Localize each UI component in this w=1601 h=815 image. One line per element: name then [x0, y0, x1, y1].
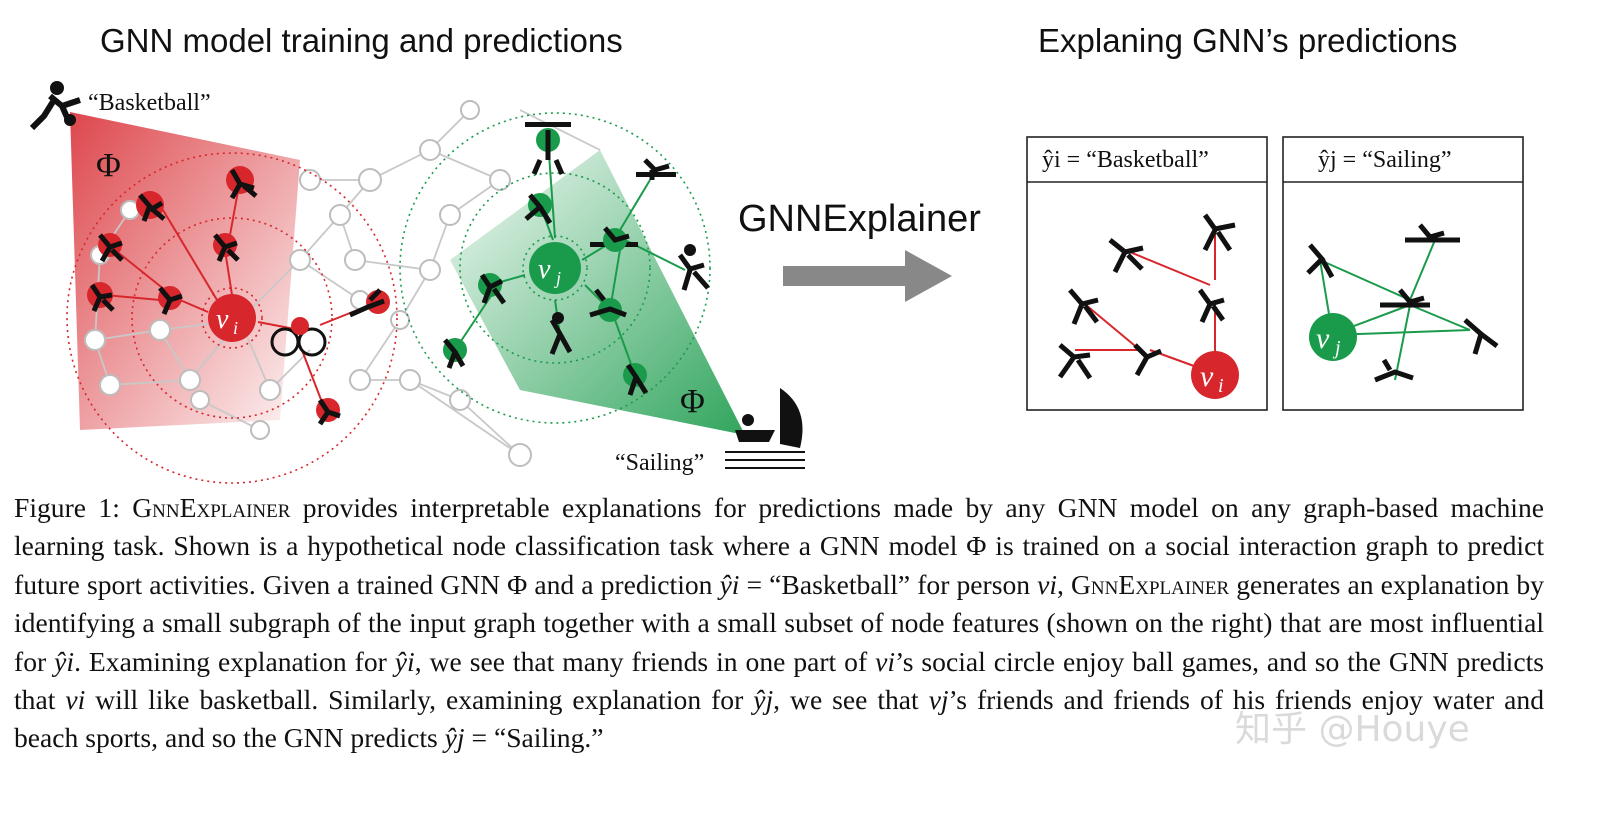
sports-player-icon	[316, 398, 341, 426]
caption-part: ,	[1057, 568, 1071, 600]
phi-symbol-green: Φ	[680, 383, 705, 420]
caption-math: ŷi	[54, 645, 75, 677]
caption-part: = “Basketball” for person	[739, 568, 1038, 600]
watermark: 知乎 @Houye	[1235, 709, 1470, 750]
tennis-icon	[549, 312, 573, 355]
caption-math: ŷj	[753, 684, 774, 716]
weightlifting-icon	[525, 122, 571, 175]
caption-part: will like basketball. Similarly, examini…	[85, 684, 754, 716]
svg-text:v: v	[216, 304, 229, 335]
rowing-icon	[590, 226, 638, 252]
sports-player-icon	[226, 166, 258, 200]
caption-part: Figure 1:	[14, 492, 133, 523]
caption-part: ’s friends and friends of his friends en…	[14, 684, 1544, 754]
background-graph-nodes	[84, 100, 532, 467]
caption-part: , we see that many friends in one part o…	[414, 645, 876, 677]
red-athlete-nodes	[87, 166, 390, 426]
sports-player-icon	[348, 288, 390, 318]
svg-text:v: v	[1200, 360, 1214, 393]
svg-text:v: v	[538, 254, 551, 285]
right-panel-title: Explaning GNN’s predictions	[1038, 22, 1458, 59]
caption-part: ’s social circle enjoy ball games, and s…	[14, 645, 1544, 716]
gnnexplainer-arrow	[783, 250, 952, 302]
caption-part: . Examining explanation for	[74, 645, 395, 677]
figure-graphic: v i v j “Basketball” Φ	[29, 81, 1524, 484]
sports-player-icon	[98, 233, 124, 263]
red-neighborhood-rings	[66, 152, 398, 484]
basketball-players-icon	[1057, 213, 1236, 380]
caption-math: vi	[1037, 568, 1058, 600]
caption-math: vj	[928, 684, 949, 716]
panel-header-sailing: ŷj = “Sailing”	[1318, 147, 1452, 173]
svg-text:j: j	[554, 268, 561, 288]
tennis-icon	[524, 193, 553, 225]
sports-player-icon	[213, 233, 240, 262]
figure-caption: Figure 1: GnnExplainer provides interpre…	[14, 489, 1544, 758]
caption-part: = “Sailing.”	[464, 722, 604, 754]
panel-header-basketball: ŷi = “Basketball”	[1042, 147, 1209, 173]
caption-part: , we see that	[773, 684, 929, 716]
sailing-label: “Sailing”	[615, 450, 704, 476]
background-graph-edges	[94, 109, 601, 456]
explanation-panel-basketball: ŷi = “Basketball” v i	[1026, 136, 1268, 411]
explanation-panel-sailing: ŷj = “Sailing” v j	[1282, 136, 1524, 411]
basketball-player-icon	[29, 81, 81, 131]
archery-icon	[478, 273, 507, 305]
left-panel-title: GNN model training and predictions	[100, 22, 623, 59]
sports-player-icon	[87, 282, 115, 312]
caption-math: ŷi	[719, 568, 740, 600]
sports-player-icon	[677, 244, 710, 291]
sailing-boat-icon	[725, 388, 805, 469]
green-athlete-nodes	[443, 122, 710, 396]
caption-math: vi	[875, 645, 896, 677]
caption-method-name: GnnExplainer	[132, 492, 291, 523]
sports-player-icon	[158, 286, 183, 315]
svg-text:i: i	[233, 318, 238, 338]
sports-player-icon	[443, 338, 467, 369]
caption-method-name: GnnExplainer	[1071, 568, 1230, 600]
svg-text:v: v	[1316, 322, 1330, 355]
caption-math: vi	[65, 684, 86, 716]
svg-text:j: j	[1332, 337, 1341, 359]
node-vj: v j	[529, 242, 581, 294]
method-label: GNNExplainer	[738, 198, 981, 240]
node-vi: v i	[208, 294, 256, 342]
caption-math: ŷj	[444, 722, 465, 754]
phi-symbol-red: Φ	[96, 147, 121, 184]
cycling-icon	[270, 317, 327, 357]
caption-math: ŷi	[394, 645, 415, 677]
basketball-label: “Basketball”	[88, 90, 211, 116]
sports-player-icon	[136, 191, 166, 222]
water-sports-icons	[1306, 223, 1499, 383]
sports-player-icon	[589, 288, 627, 322]
rowing-icon	[636, 158, 676, 180]
caption-part: generates an explanation by identifying …	[14, 568, 1544, 677]
svg-text:i: i	[1218, 375, 1224, 397]
caption-part: provides interpretable explanations for …	[14, 492, 1544, 600]
archery-icon	[623, 363, 649, 396]
